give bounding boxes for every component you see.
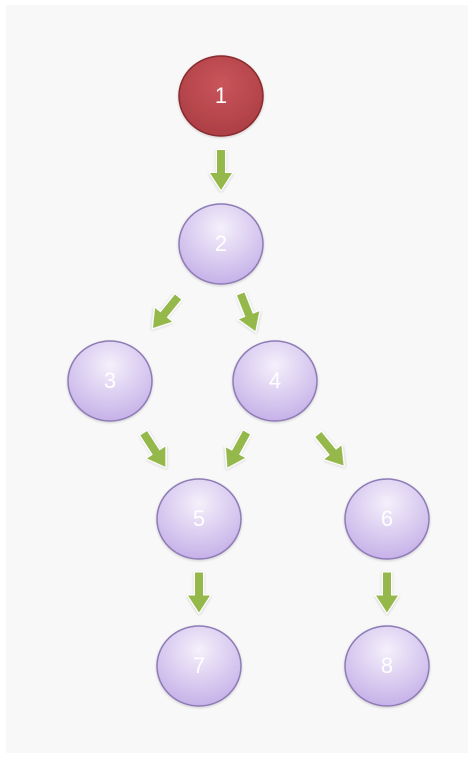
node-4-label: 4 bbox=[269, 368, 281, 393]
node-7: 7 bbox=[156, 625, 242, 707]
node-3-label: 3 bbox=[104, 368, 116, 393]
node-2: 2 bbox=[178, 203, 264, 285]
node-5-label: 5 bbox=[193, 506, 205, 531]
node-2-circle bbox=[178, 203, 264, 285]
node-8: 8 bbox=[344, 625, 430, 707]
arrow-5-to-7 bbox=[186, 571, 212, 614]
nodes-layer: 1 2 3 4 5 6 7 8 bbox=[67, 55, 430, 707]
node-1: 1 bbox=[178, 55, 264, 137]
node-6: 6 bbox=[344, 478, 430, 560]
node-8-label: 8 bbox=[381, 653, 393, 678]
arrow-1-to-2 bbox=[208, 148, 234, 192]
arrow-2-to-4 bbox=[235, 291, 261, 333]
node-6-circle bbox=[344, 478, 430, 560]
arrow-2-to-3 bbox=[151, 293, 183, 330]
node-5: 5 bbox=[156, 478, 242, 560]
node-1-circle bbox=[178, 55, 264, 137]
node-6-label: 6 bbox=[381, 506, 393, 531]
node-2-label: 2 bbox=[215, 231, 227, 256]
arrow-4-to-6 bbox=[314, 430, 345, 467]
node-3: 3 bbox=[67, 340, 153, 422]
diagram-canvas: 1 2 3 4 5 6 7 8 bbox=[6, 5, 468, 753]
node-1-label: 1 bbox=[215, 83, 227, 108]
node-7-label: 7 bbox=[193, 653, 205, 678]
node-4: 4 bbox=[232, 340, 318, 422]
node-7-circle bbox=[156, 625, 242, 707]
arrow-3-to-5 bbox=[139, 429, 167, 469]
edges-layer bbox=[139, 148, 400, 614]
arrow-4-to-5 bbox=[224, 429, 252, 469]
arrow-6-to-8 bbox=[374, 571, 400, 614]
node-8-circle bbox=[344, 625, 430, 707]
node-5-circle bbox=[156, 478, 242, 560]
node-4-circle bbox=[232, 340, 318, 422]
node-3-circle bbox=[67, 340, 153, 422]
